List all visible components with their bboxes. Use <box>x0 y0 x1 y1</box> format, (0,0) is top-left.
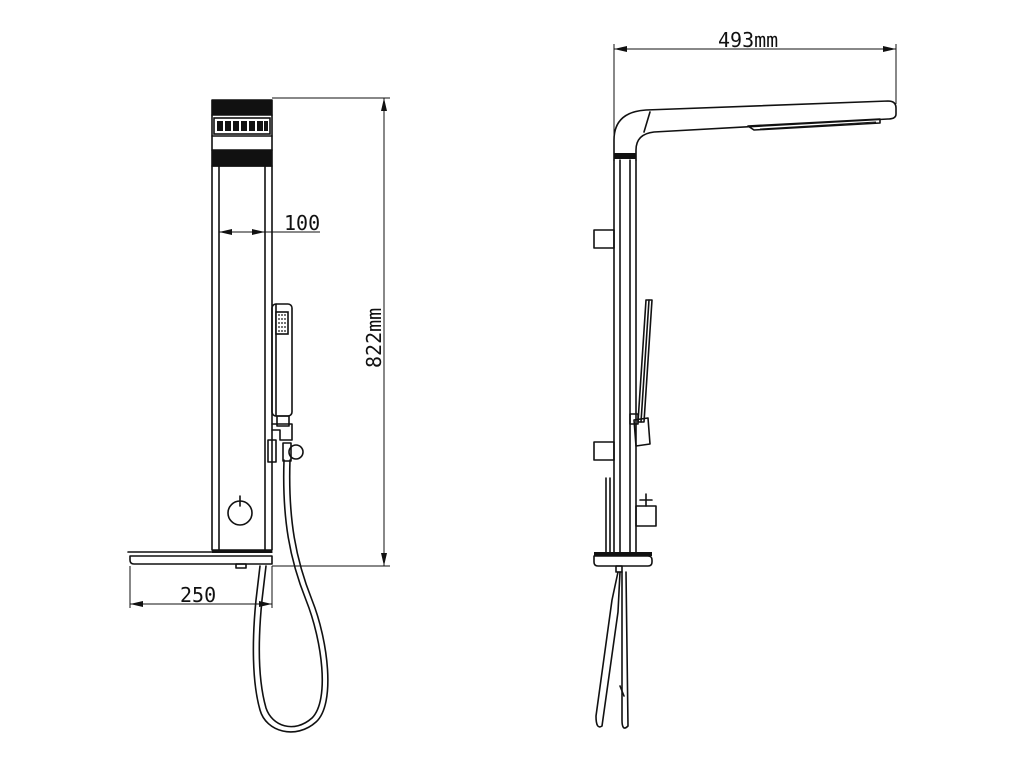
dim-panel-width-label: 100 <box>284 211 320 235</box>
side-hand-shower <box>629 299 653 447</box>
side-hose <box>595 571 629 729</box>
dim-arm-reach: 493mm <box>613 28 897 150</box>
side-view: 493mm <box>593 28 897 729</box>
dim-panel-width: 100 <box>219 211 320 235</box>
side-shower-arm <box>613 100 897 161</box>
dim-shelf-width: 250 <box>129 566 273 608</box>
dim-panel-height-label: 822mm <box>362 308 386 368</box>
side-mixer <box>605 477 657 555</box>
side-shelf <box>593 552 653 573</box>
front-hose <box>252 459 329 733</box>
front-grille <box>213 117 271 135</box>
front-thermostat-knob <box>227 495 253 526</box>
side-column <box>613 159 637 555</box>
dim-shelf-width-label: 250 <box>180 583 216 607</box>
front-hand-shower <box>267 303 304 463</box>
side-wall-connectors <box>593 229 615 461</box>
front-shelf <box>127 550 273 569</box>
dim-panel-height: 822mm <box>272 97 390 567</box>
front-panel-body <box>211 165 273 551</box>
front-view: 100 822mm 250 <box>127 97 390 733</box>
dim-arm-reach-label: 493mm <box>718 28 778 52</box>
